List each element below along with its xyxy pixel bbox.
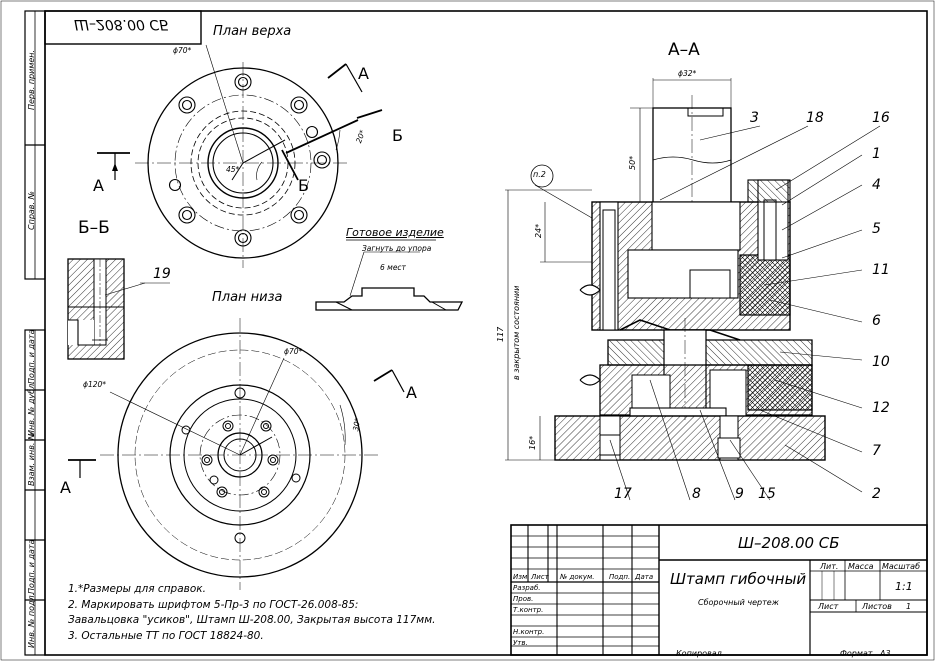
section-letter-b-top: Б <box>392 126 403 145</box>
section-letter-a-left-bottom: А <box>60 478 71 497</box>
position-16: 16 <box>872 110 890 126</box>
dim-h50: 50* <box>628 155 637 170</box>
sheet-label: Лист <box>818 602 839 611</box>
dim-d32: ϕ32* <box>678 69 697 78</box>
note-2-cont: Завальцовка "усиков", Штамп Ш-208.00, За… <box>68 614 436 626</box>
dim-closed-state: в закрытом состоянии <box>512 285 521 380</box>
position-8: 8 <box>692 486 701 502</box>
role-norm-control: Н.контр. <box>513 628 545 636</box>
position-1: 1 <box>872 146 881 162</box>
section-aa-view <box>505 78 881 501</box>
designation: Ш–208.00 СБ <box>738 534 840 552</box>
view-label-section-bb: Б–Б <box>78 218 110 238</box>
stamp-sign-date-2: Подп. и дата <box>27 539 36 595</box>
view-label-finished: Готовое изделие <box>346 226 444 239</box>
position-15: 15 <box>758 486 776 502</box>
note-1: 1.*Размеры для справок. <box>68 583 206 595</box>
finished-product-view <box>315 239 464 311</box>
mirrored-designation: Ш–208.00 СБ <box>74 16 169 32</box>
side-stamp-column <box>24 10 46 656</box>
sheets-value: 1 <box>906 602 912 611</box>
position-10: 10 <box>872 354 890 370</box>
view-label-section-aa: А–А <box>668 40 700 60</box>
drawing-title: Штамп гибочный <box>670 570 807 588</box>
section-letter-a-left: А <box>93 176 104 195</box>
position-11: 11 <box>872 262 890 278</box>
sheets-label: Листов <box>862 602 892 611</box>
col-doc-no: № докум. <box>560 573 595 581</box>
position-18: 18 <box>806 110 824 126</box>
col-sign: Подп. <box>609 573 631 581</box>
position-5: 5 <box>872 221 881 237</box>
technical-notes: 1.*Размеры для справок. 2. Маркировать ш… <box>68 582 435 644</box>
callout-count: 6 мест <box>380 263 406 272</box>
role-tech-control: Т.контр. <box>513 606 544 614</box>
dim-h16: 16* <box>528 435 537 450</box>
col-change: Изм <box>513 573 528 581</box>
stamp-replace-inv: Взам. инв. № <box>27 431 36 486</box>
dim-d120: ϕ120* <box>83 380 107 389</box>
copied-label: Копировал <box>676 649 722 658</box>
stamp-sign-date-1: Подп. и дата <box>27 329 36 385</box>
position-3: 3 <box>750 110 759 126</box>
col-sheet: Лист <box>531 573 549 581</box>
sheet-border <box>44 10 928 656</box>
dim-h117: 117 <box>496 326 505 342</box>
position-19: 19 <box>153 266 171 282</box>
format-label: Формат <box>840 649 873 658</box>
dim-d70-top: ϕ70* <box>173 46 192 55</box>
role-developer: Разраб. <box>513 584 541 592</box>
top-plan-view <box>97 44 383 268</box>
position-12: 12 <box>872 400 890 416</box>
dim-angle45: 45* <box>226 165 240 174</box>
role-checker: Пров. <box>513 595 534 603</box>
mass-header: Масса <box>848 562 874 571</box>
note-3: 3. Остальные ТТ по ГОСТ 18824-80. <box>68 629 264 642</box>
stamp-first-use: Перв. примен. <box>27 49 36 110</box>
lit-header: Лит. <box>820 562 839 571</box>
note-2: 2. Маркировать шрифтом 5-Пр-3 по ГОСТ-26… <box>68 598 359 611</box>
section-letter-a-right-bottom: А <box>406 383 417 402</box>
dim-d70-bottom: ϕ70* <box>284 347 303 356</box>
dim-h24: 24* <box>534 223 543 238</box>
bottom-plan-view <box>68 318 405 590</box>
position-6: 6 <box>872 313 881 329</box>
section-letter-a-top: А <box>358 64 369 83</box>
position-4: 4 <box>872 177 881 193</box>
doc-type: Сборочный чертеж <box>698 598 779 607</box>
title-block-grid <box>510 524 928 656</box>
view-label-bottom: План низа <box>212 290 283 305</box>
position-17: 17 <box>614 486 632 502</box>
scale-value: 1:1 <box>895 580 913 593</box>
mirrored-designation-box <box>44 10 202 45</box>
position-2: 2 <box>872 486 881 502</box>
stamp-orig-inv: Инв. № подл. <box>27 592 36 648</box>
callout-bend: Загнуть до упора <box>362 244 432 253</box>
view-label-top: План верха <box>213 24 292 39</box>
section-bb-view <box>67 258 170 360</box>
col-date: Дата <box>635 573 654 581</box>
stamp-ref-no: Справ. № <box>27 191 36 230</box>
pin-label: п.2 <box>533 170 546 179</box>
role-approved: Утв. <box>513 639 528 647</box>
section-letter-b-cut: Б <box>298 176 309 195</box>
position-9: 9 <box>735 486 744 502</box>
stamp-dup-inv: Инв. № дубл. <box>27 381 36 436</box>
scale-header: Масштаб <box>882 562 921 571</box>
position-7: 7 <box>872 443 881 459</box>
format-value: А3 <box>880 649 891 658</box>
